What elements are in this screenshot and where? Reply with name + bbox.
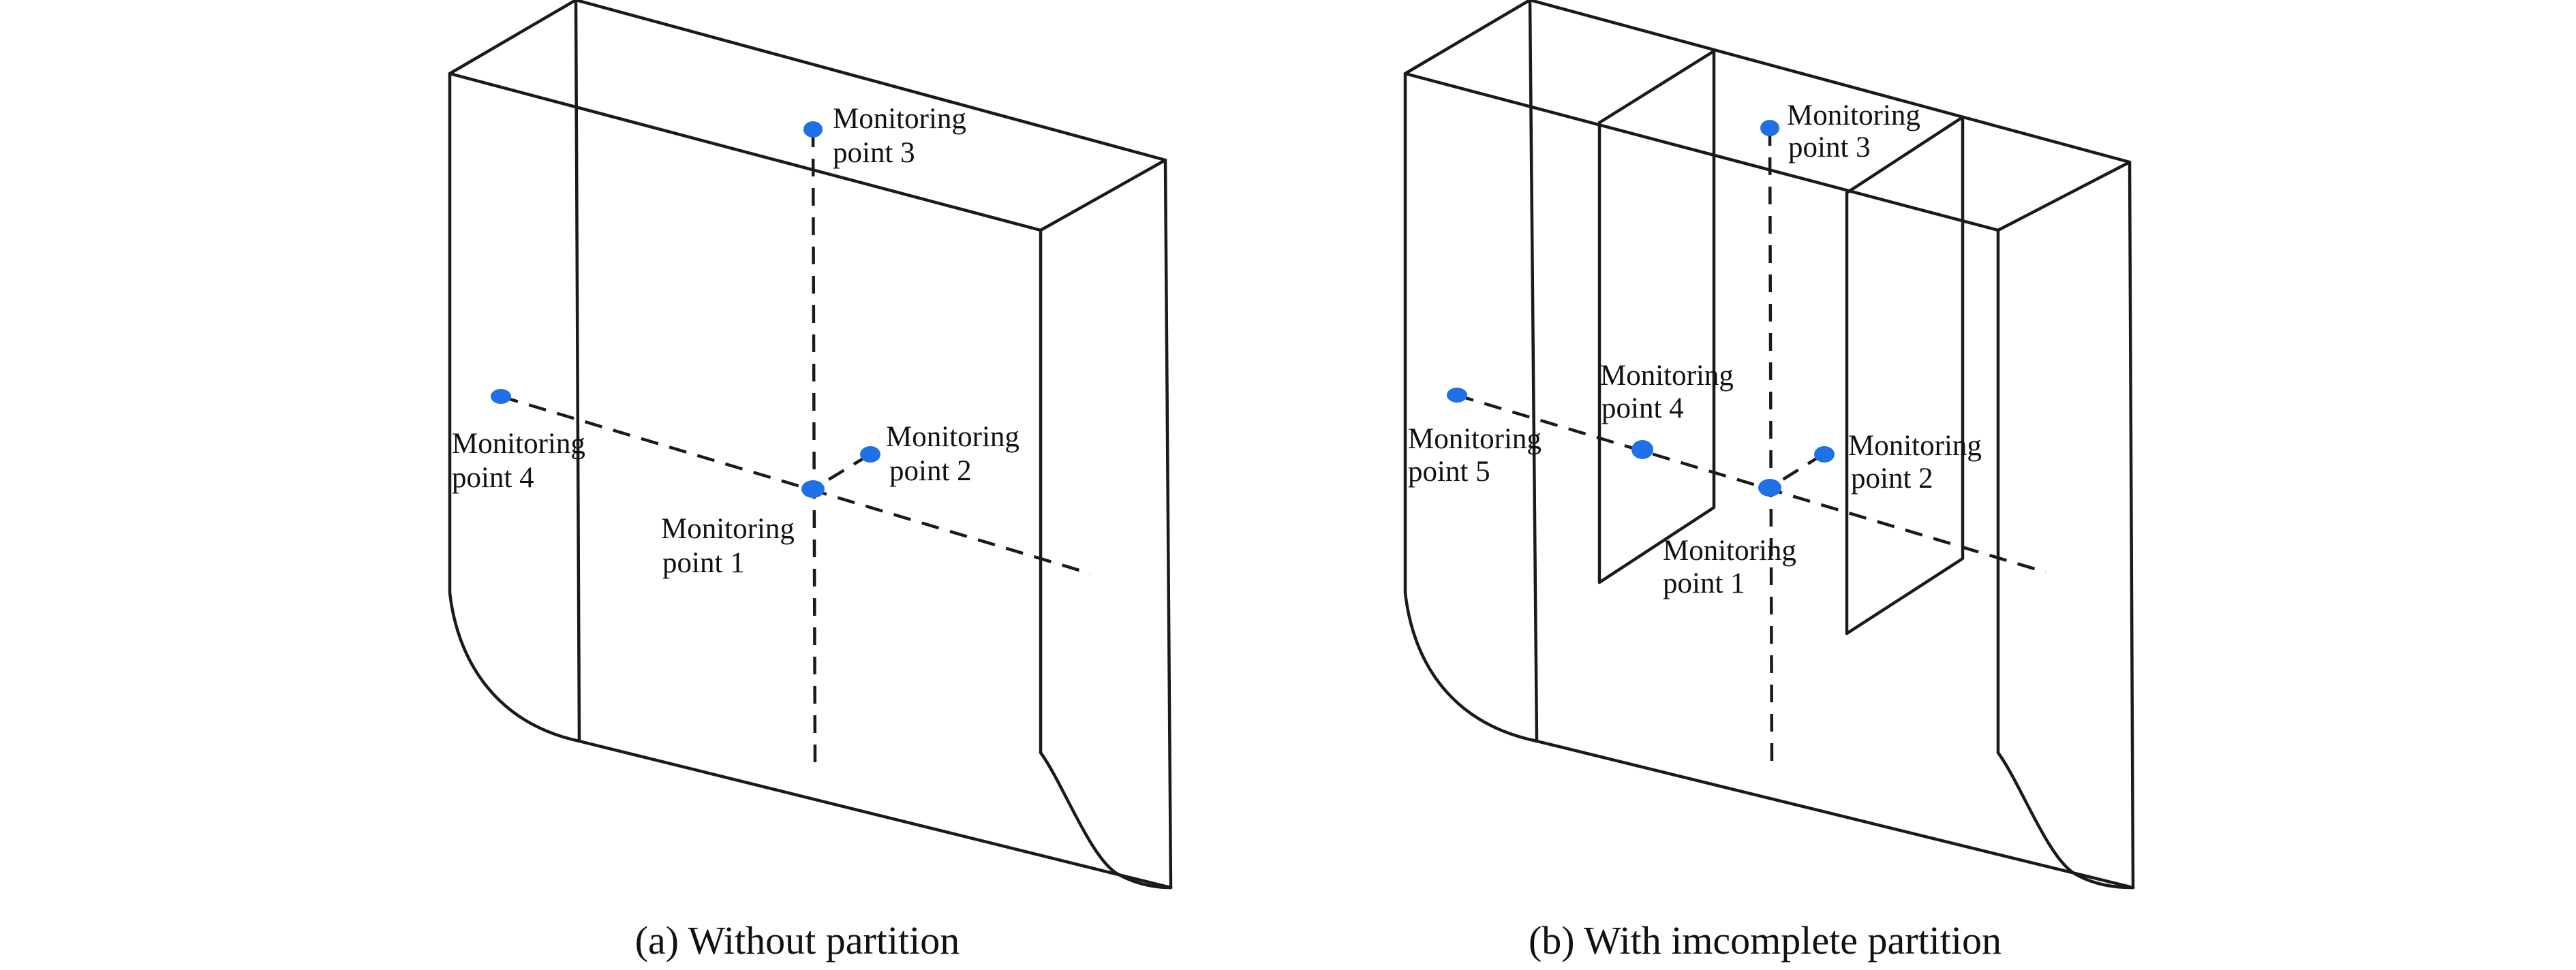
panel-b-monitoring-point-5: Monitoring point 5	[1408, 388, 1542, 488]
panel-b-caption: (b) With imcomplete partition	[1529, 918, 2002, 963]
point-label-line1: Monitoring	[661, 513, 795, 545]
monitoring-point-marker	[803, 121, 823, 138]
panel-b-monitoring-point-2: Monitoring point 2	[1814, 430, 1982, 495]
panel-a-monitoring-point-2: Monitoring point 2	[860, 421, 1019, 487]
panel-a-monitoring-point-4: Monitoring point 4	[452, 389, 585, 494]
point-label-line2: point 3	[833, 137, 915, 169]
point-label-line2: point 1	[662, 547, 745, 579]
monitoring-point-marker	[801, 480, 825, 498]
point-label-line2: point 4	[1601, 392, 1684, 424]
panel-a-tank-outline	[448, 0, 1173, 890]
point-label-line2: point 2	[889, 455, 972, 487]
monitoring-point-marker	[1814, 446, 1835, 463]
panel-a-caption: (a) Without partition	[635, 918, 960, 963]
panel-b-monitoring-point-3: Monitoring point 3	[1760, 99, 1920, 163]
point-label-line2: point 1	[1663, 567, 1745, 599]
point-label-line1: Monitoring	[1787, 99, 1920, 131]
panel-a-without-partition: Monitoring point 3 Monitoring point 4 Mo…	[448, 0, 1173, 963]
monitoring-point-marker	[491, 389, 511, 404]
monitoring-point-marker	[1758, 479, 1781, 497]
point-label-line2: point 2	[1851, 463, 1933, 495]
point-label-line1: Monitoring	[886, 421, 1019, 453]
point-label-line1: Monitoring	[833, 103, 966, 135]
panel-a-depth-axis-line	[812, 454, 870, 490]
point-label-line1: Monitoring	[1663, 535, 1796, 567]
point-label-line2: point 5	[1408, 456, 1490, 488]
panel-a-vertical-axis-line	[811, 129, 817, 767]
panel-a-horizontal-axis-line	[500, 394, 1091, 576]
panel-b-monitoring-point-1: Monitoring point 1	[1663, 479, 1796, 599]
monitoring-point-marker	[860, 446, 880, 463]
panel-b-with-partition: Monitoring point 3 Monitoring point 4 Mo…	[1403, 0, 2135, 963]
monitoring-point-marker	[1631, 440, 1653, 459]
panel-b-partition-right	[1845, 115, 1965, 636]
panel-b-vertical-axis-line	[1768, 127, 1774, 767]
panel-b-depth-axis-line	[1768, 453, 1824, 489]
point-label-line2: point 3	[1788, 131, 1871, 163]
point-label-line1: Monitoring	[452, 428, 585, 460]
panel-b-tank-outline	[1403, 0, 2135, 890]
point-label-line1: Monitoring	[1848, 430, 1982, 462]
panel-a-monitoring-point-1: Monitoring point 1	[661, 480, 825, 579]
point-label-line1: Monitoring	[1408, 423, 1542, 455]
point-label-line2: point 4	[452, 462, 534, 494]
monitoring-point-marker	[1760, 120, 1779, 136]
panel-b-monitoring-point-4: Monitoring point 4	[1600, 360, 1734, 459]
monitoring-point-marker	[1447, 388, 1467, 403]
panel-b-partition-left	[1597, 49, 1716, 584]
panel-a-monitoring-point-3: Monitoring point 3	[803, 103, 966, 169]
point-label-line1: Monitoring	[1600, 360, 1734, 392]
panel-b-horizontal-axis-line	[1456, 393, 2046, 574]
